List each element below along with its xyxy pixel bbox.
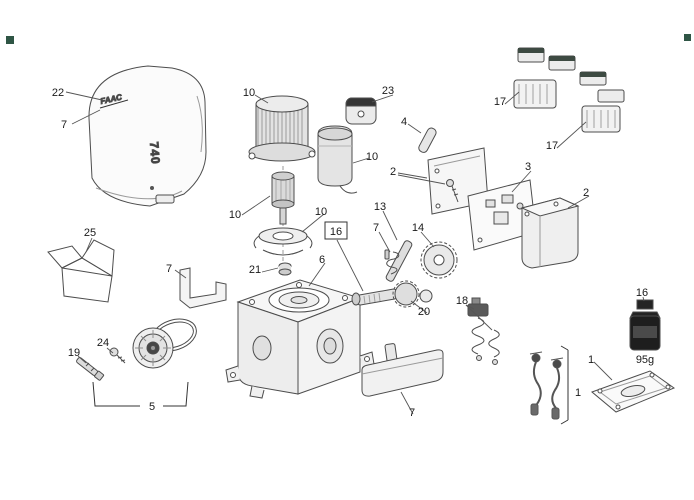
hood-cover: FAAC 740 (88, 65, 207, 207)
control-board (467, 179, 537, 251)
callout-13: 13 (374, 201, 386, 213)
retainer-pin (384, 249, 390, 260)
callout-17-b: 17 (546, 140, 558, 152)
side-bracket (179, 267, 227, 309)
electronics-enclosure (520, 197, 580, 269)
foundation-plate (591, 370, 676, 413)
callout-10-rotor: 10 (229, 209, 241, 221)
leader-lines (65, 91, 645, 415)
callout-1-cables: 1 (575, 387, 581, 399)
callout-19: 19 (68, 347, 80, 359)
grease-bottle (629, 299, 661, 351)
callout-10-capacitor: 10 (366, 151, 378, 163)
callout-10-flange: 10 (315, 206, 327, 218)
gearbox-housing (225, 279, 375, 399)
callout-21: 21 (249, 264, 261, 276)
grease-point-marker (324, 221, 364, 292)
bearing-flange (253, 227, 313, 276)
callout-5: 5 (149, 401, 155, 413)
callout-7-bracket: 7 (166, 263, 172, 275)
callout-4: 4 (401, 116, 407, 128)
connector-modules (513, 47, 625, 133)
hood-model-text: 740 (147, 141, 163, 165)
callout-10-stator: 10 (243, 87, 255, 99)
capacitor (317, 125, 358, 194)
group-bracket-5 (92, 381, 189, 407)
plate-screw (446, 179, 454, 187)
callout-16-bottle: 16 (636, 287, 648, 299)
output-shaft-assembly (351, 280, 433, 308)
callout-22: 22 (52, 87, 64, 99)
limit-magnet (345, 97, 377, 125)
packaging-box (47, 239, 115, 303)
registration-mark (6, 36, 14, 44)
worm-shaft (384, 240, 413, 282)
callout-16-grease-point: 16 (330, 226, 342, 238)
pivot-pin (418, 127, 437, 153)
callout-23: 23 (382, 85, 394, 97)
callout-7-hood: 7 (61, 119, 67, 131)
drive-gear (420, 241, 458, 279)
knob-screw (109, 347, 126, 364)
callout-7-cover: 7 (409, 407, 415, 419)
release-knob (132, 327, 174, 369)
motor-stator (248, 95, 316, 162)
callout-17-a: 17 (494, 96, 506, 108)
motor-rotor (271, 166, 295, 262)
grease-weight-label: 95g (636, 354, 654, 366)
callout-18: 18 (456, 295, 468, 307)
callout-24: 24 (97, 337, 109, 349)
release-key (76, 357, 105, 381)
callout-25: 25 (84, 227, 96, 239)
callout-1-plate: 1 (588, 354, 594, 366)
callout-20: 20 (418, 306, 430, 318)
callout-6: 6 (319, 254, 325, 266)
callout-2-plate: 2 (390, 166, 396, 178)
group-bracket-1 (560, 345, 569, 425)
side-cover (361, 343, 444, 397)
registration-mark (684, 34, 691, 41)
callout-2-box: 2 (583, 187, 589, 199)
callout-14: 14 (412, 222, 424, 234)
callout-3: 3 (525, 161, 531, 173)
callout-7-pin: 7 (373, 222, 379, 234)
cables (529, 351, 564, 420)
